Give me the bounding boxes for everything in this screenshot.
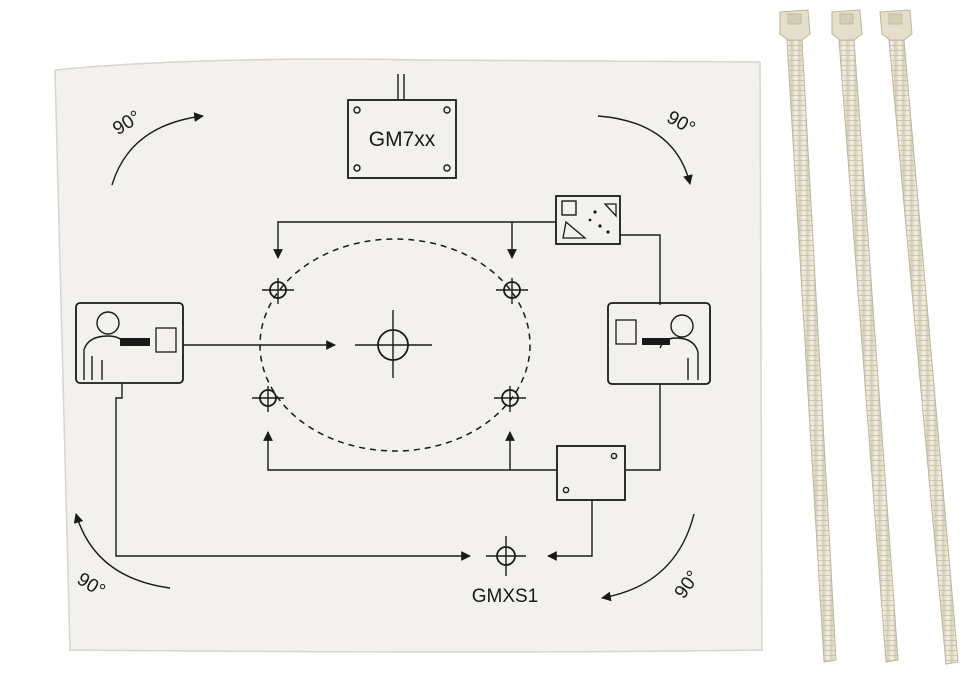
bottom-module-box (556, 445, 626, 501)
paper-sheet (54, 58, 763, 653)
shooter-icon-right (607, 302, 711, 385)
mark-crosshair (494, 386, 526, 412)
right-flow-line (626, 384, 661, 471)
glass-panel-icon (555, 195, 621, 245)
cable-tie (831, 9, 899, 663)
gm7xx-module: GM7xx (347, 74, 457, 179)
top-flow-lines (273, 221, 661, 305)
mark-crosshair (496, 278, 528, 304)
center-crosshair (355, 310, 432, 378)
cable-tie (879, 9, 959, 665)
test-point-label: GMXS1 (472, 586, 539, 607)
mark-crosshair (252, 386, 284, 412)
shooter-icon-left (75, 302, 184, 384)
cable-tie (779, 9, 837, 663)
gmxs1-crosshair (486, 536, 526, 576)
mark-crosshair (262, 278, 294, 304)
module-label: GM7xx (369, 128, 436, 151)
bottom-flow-lines (115, 383, 593, 561)
